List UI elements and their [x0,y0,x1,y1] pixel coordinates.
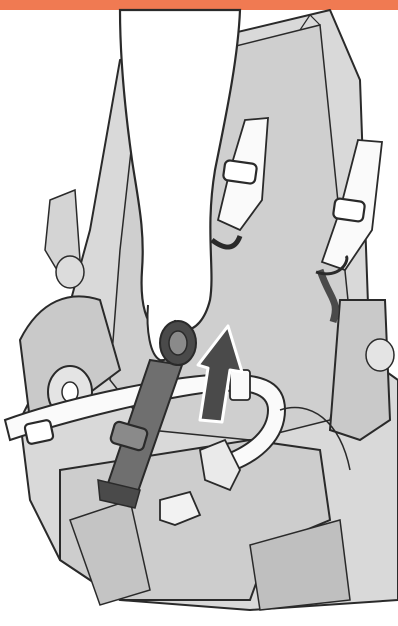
strap-buckle-right [333,198,365,222]
right-hinge-knob [366,339,394,371]
strap-buckle-left [223,160,257,184]
waist-buckle-left [24,420,54,445]
waist-buckle-right [230,370,250,400]
